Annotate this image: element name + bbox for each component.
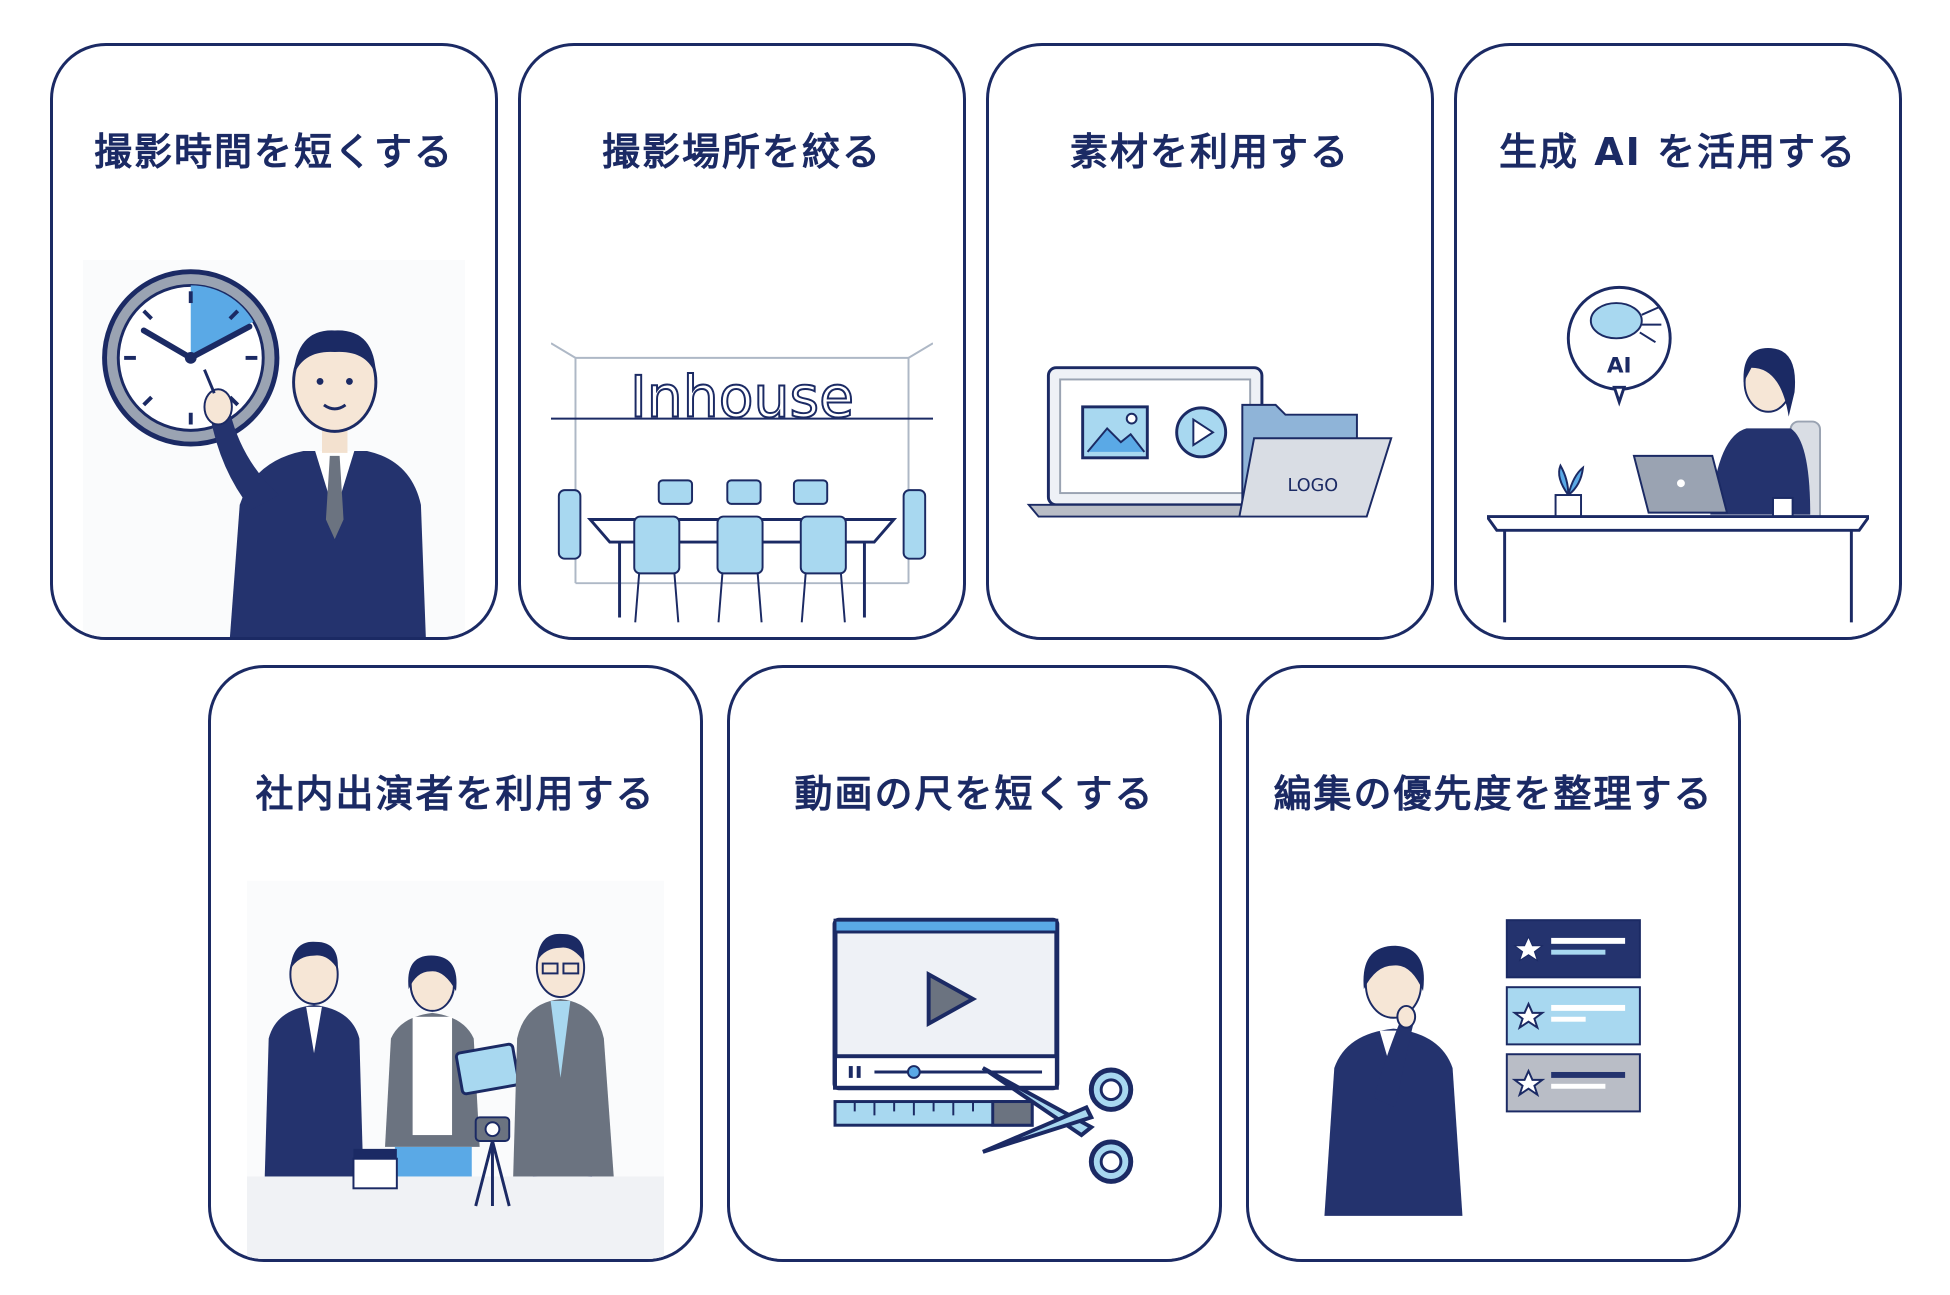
card-title: 生成 AI を活用する [1498, 130, 1857, 174]
priority-card [1505, 986, 1641, 1046]
card-title: 素材を利用する [1069, 130, 1350, 174]
card-shorten-video-length: 動画の尺を短くする [727, 665, 1222, 1262]
card-narrow-shooting-location: 撮影場所を絞る Inhouse [518, 43, 966, 640]
card-title: 撮影場所を絞る [601, 130, 882, 174]
card-shorten-shooting-time: 撮影時間を短くする [50, 43, 498, 640]
folder-label: LOGO [1288, 476, 1339, 496]
priority-card [1505, 919, 1641, 979]
card-title: 社内出演者を利用する [255, 772, 656, 816]
room-sign-text: Inhouse [630, 365, 854, 431]
card-title: 動画の尺を短くする [794, 772, 1155, 816]
ai-badge-text: AI [1607, 354, 1632, 379]
card-use-materials: 素材を利用する LOGO [986, 43, 1434, 640]
priority-card [1505, 1053, 1641, 1113]
ai-laptop-woman-icon: AI [1487, 256, 1869, 637]
card-use-generative-ai: 生成 AI を活用する AI [1454, 43, 1902, 640]
card-title: 編集の優先度を整理する [1273, 772, 1714, 816]
priority-list-woman-icon [1285, 878, 1702, 1259]
card-use-internal-performers: 社内出演者を利用する [208, 665, 703, 1262]
clock-with-businessman-icon [83, 256, 465, 637]
meeting-room-icon: Inhouse [551, 256, 933, 637]
staff-group-icon [247, 878, 664, 1259]
card-title: 撮影時間を短くする [93, 130, 454, 174]
laptop-with-folder-icon: LOGO [1019, 256, 1401, 637]
card-organize-editing-priority: 編集の優先度を整理する [1246, 665, 1741, 1262]
video-scissors-icon [766, 878, 1183, 1259]
